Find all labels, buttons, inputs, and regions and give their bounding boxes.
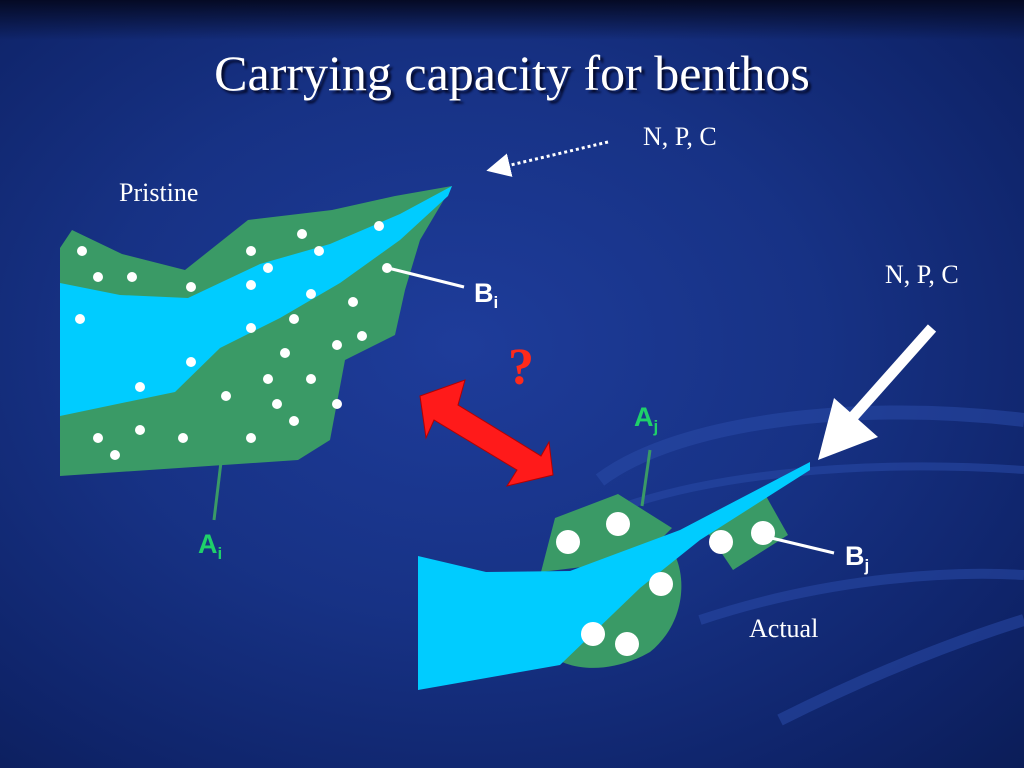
pristine-estuary (60, 186, 452, 476)
pristine-benthos-dots (75, 221, 392, 460)
input-label-right: N, P, C (885, 260, 959, 289)
b-j-pointer-line (762, 534, 835, 555)
solid-input-arrow (818, 324, 937, 460)
pristine-water-channel (60, 186, 452, 416)
a-j-pointer-line (640, 449, 652, 507)
b-j-label: Bj (845, 541, 870, 575)
actual-label: Actual (749, 614, 819, 643)
top-shade-band (0, 0, 1024, 40)
actual-benthos-dots (556, 512, 775, 656)
actual-estuary (418, 462, 810, 690)
input-label-top: N, P, C (643, 122, 717, 151)
background-swooshes (588, 405, 1024, 726)
comparison-double-arrow (419, 379, 554, 487)
a-j-label: Aj (634, 402, 659, 436)
pristine-label: Pristine (119, 178, 199, 207)
slide-title: Carrying capacity for benthos (214, 45, 810, 101)
dotted-input-arrow (486, 140, 609, 177)
b-i-pointer-line (387, 266, 465, 289)
actual-water-channel (418, 462, 810, 690)
question-mark: ? (508, 339, 534, 396)
a-i-pointer-line (212, 461, 223, 521)
b-i-label: Bi (474, 278, 499, 312)
a-i-label: Ai (198, 529, 223, 563)
